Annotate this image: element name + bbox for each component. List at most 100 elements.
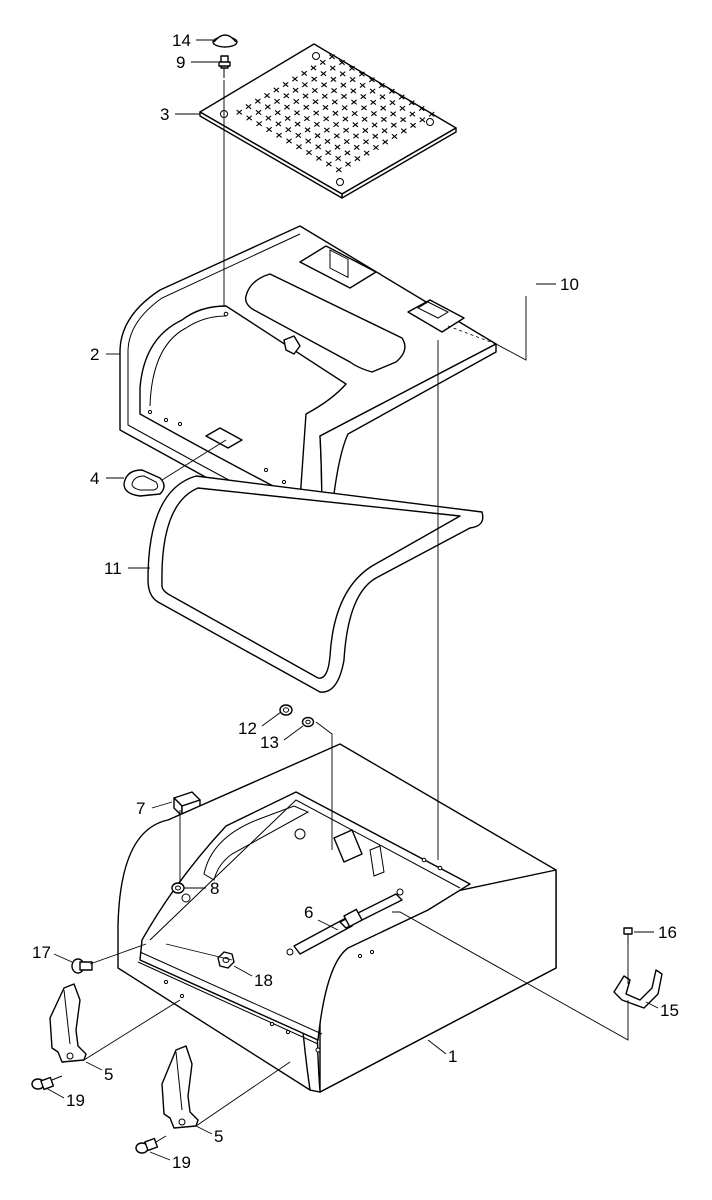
perforation-mark <box>354 156 361 162</box>
callout-leaders <box>45 39 659 1161</box>
perforation-mark <box>329 54 336 60</box>
perforation-mark <box>382 139 389 145</box>
perforation-mark <box>285 127 292 133</box>
perforation-mark <box>286 138 292 144</box>
perforation-mark <box>322 104 329 111</box>
perforation-mark <box>324 138 331 144</box>
perforation-mark <box>350 88 357 94</box>
perforation-mark <box>319 59 326 65</box>
perforation-mark <box>284 104 290 110</box>
perforation-mark <box>330 76 337 82</box>
perforation-mark <box>378 82 385 89</box>
callout-19-left: 19 <box>66 1091 85 1110</box>
perforation-mark <box>363 150 370 156</box>
perforation-mark <box>329 65 336 71</box>
perforation-mark <box>334 144 341 150</box>
perforation-mark <box>293 98 300 105</box>
perforation-mark <box>399 105 406 111</box>
perforation-mark <box>370 111 377 117</box>
perforation-mark <box>245 104 252 110</box>
callout-17: 17 <box>32 943 51 962</box>
clip-15 <box>613 969 663 1009</box>
perforation-mark <box>390 122 397 128</box>
perforation-mark <box>362 127 369 134</box>
perforation-mark <box>388 88 395 94</box>
perforation-mark <box>358 71 365 77</box>
perforation-mark <box>303 104 310 110</box>
perforation-mark <box>305 138 312 144</box>
perforation-mark <box>353 144 360 150</box>
perforation-mark <box>274 98 280 104</box>
perforation-mark <box>311 76 318 82</box>
perforation-mark <box>359 82 366 88</box>
perforation-mark <box>284 115 291 121</box>
callout-18: 18 <box>254 971 273 990</box>
screw-16 <box>623 927 633 944</box>
perforation-mark <box>339 59 345 66</box>
base-housing-1 <box>117 743 557 1093</box>
perforation-mark <box>264 92 271 99</box>
screw-19-right <box>135 1135 167 1154</box>
gas-strut-6 <box>286 888 404 956</box>
perforation-mark <box>410 122 417 128</box>
perforation-mark <box>310 65 317 71</box>
perforation-mark <box>372 133 379 139</box>
perforation-mark <box>345 161 352 167</box>
perforation-mark <box>332 110 339 116</box>
perforation-mark <box>313 121 320 127</box>
perforation-mark <box>419 117 426 123</box>
perforation-mark <box>291 76 298 82</box>
perforation-mark <box>236 109 243 115</box>
perforation-mark <box>275 121 282 127</box>
perforation-mark <box>304 127 311 133</box>
perforation-mark <box>273 87 280 93</box>
perforation-mark <box>254 98 261 104</box>
perforation-mark <box>351 110 358 117</box>
perforation-mark <box>389 99 396 106</box>
perforation-mark <box>353 133 359 139</box>
callout-8: 8 <box>210 879 219 898</box>
callout-3: 3 <box>160 105 169 124</box>
perforation-mark <box>349 65 355 71</box>
perforation-mark <box>341 93 347 100</box>
callout-5-right: 5 <box>214 1127 223 1146</box>
perforation-mark <box>295 132 302 139</box>
perforation-mark <box>294 121 301 127</box>
stopper-7 <box>173 791 201 817</box>
perforation-mark <box>301 70 308 77</box>
perforation-mark <box>331 99 338 105</box>
callout-10: 10 <box>560 275 579 294</box>
washer-13 <box>301 716 315 728</box>
latch-5-left <box>49 983 87 1063</box>
callout-13: 13 <box>260 733 279 752</box>
callout-5-left: 5 <box>104 1065 113 1084</box>
perforation-mark <box>340 82 347 88</box>
perforation-mark <box>335 167 342 173</box>
perforation-mark <box>400 116 407 123</box>
perforation-mark <box>325 150 332 156</box>
callout-16: 16 <box>658 923 677 942</box>
perforation-mark <box>335 155 342 162</box>
bolt-9 <box>218 55 231 78</box>
upper-cowl <box>119 225 497 533</box>
perforation-mark <box>315 144 322 150</box>
callout-labels: 14 9 3 10 2 4 11 12 13 7 8 6 16 17 18 15… <box>32 31 679 1172</box>
perforation-mark <box>266 126 273 133</box>
callout-1: 1 <box>448 1047 457 1066</box>
perforation-mark <box>312 99 319 105</box>
callout-15: 15 <box>660 1001 679 1020</box>
perforation-mark <box>314 133 321 139</box>
perforation-mark <box>344 150 351 156</box>
perforation-mark <box>368 77 375 83</box>
perforation-mark <box>418 105 425 112</box>
perforation-mark <box>296 144 302 150</box>
perforation-mark <box>352 122 359 128</box>
perforation-mark <box>321 82 328 88</box>
nut-18 <box>217 951 235 969</box>
perforation-mark <box>321 93 328 99</box>
callout-14: 14 <box>172 31 191 50</box>
perforated-cover-plate <box>199 43 457 199</box>
perforation-mark <box>264 104 271 110</box>
perforation-mark <box>305 149 312 156</box>
